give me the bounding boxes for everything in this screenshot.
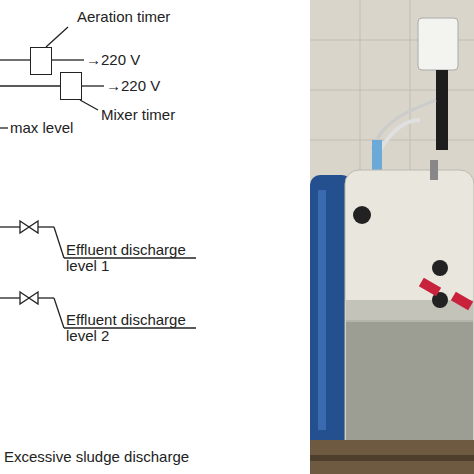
valve-symbol xyxy=(20,221,38,304)
timer-label: Aeration timer xyxy=(77,9,170,25)
timer-label: Mixer timer xyxy=(101,107,175,123)
annotation-label: max level xyxy=(10,120,73,136)
schematic-wires xyxy=(0,27,196,328)
annotation-label: Effluent discharge level 1 xyxy=(66,242,201,274)
annotation-label: →220 V xyxy=(86,52,140,68)
annotation-label: Excessive sludge discharge xyxy=(4,449,189,465)
timer-box: Aeration timer xyxy=(30,47,52,75)
reactor-photo xyxy=(310,0,474,474)
timer-box: Mixer timer xyxy=(60,72,82,100)
annotation-label: →220 V xyxy=(106,78,160,94)
annotation-label: Effluent discharge level 2 xyxy=(66,312,201,344)
